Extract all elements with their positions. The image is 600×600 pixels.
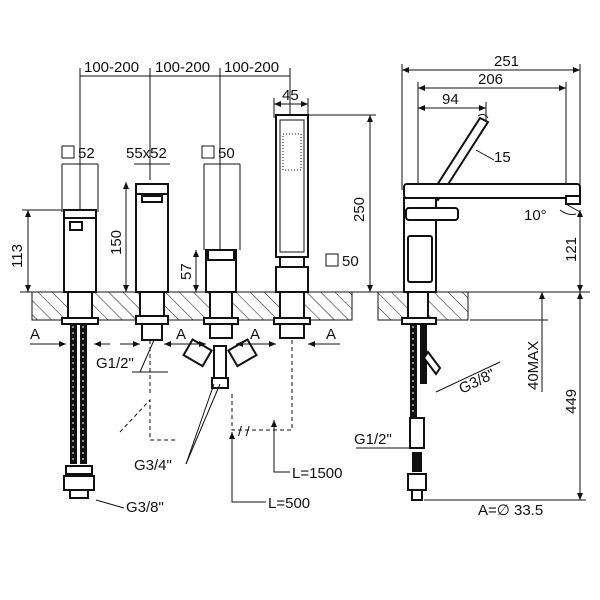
side-mixer: 15 — [401, 113, 581, 501]
height-121-label: 121 — [563, 237, 580, 262]
diverter-body — [182, 249, 258, 389]
height-113-dim: 113 — [9, 209, 62, 292]
g38-bottom-label: G3/8" — [126, 499, 164, 516]
height-449-dim: 449 — [424, 292, 586, 501]
section-mark-2: A — [176, 326, 186, 343]
spacing-dimensions: 100-200 100-200 100-200 — [79, 59, 291, 250]
g12-left-label: G1/2" — [96, 355, 134, 372]
spacing-label-1: 100-200 — [84, 59, 139, 76]
square-label-1: 52 — [78, 145, 95, 162]
height-57-dim: 57 — [178, 250, 199, 292]
g38-right-callout: G3/8" — [435, 361, 501, 398]
spout-length-label: 206 — [478, 71, 503, 88]
g12-right-label: G1/2" — [354, 431, 392, 448]
g38-bottom-callout: G3/8" — [95, 499, 164, 516]
height-250-label: 250 — [351, 197, 368, 222]
g12-left-callout: G1/2" — [96, 339, 168, 373]
angle-10-label: 10° — [524, 207, 547, 224]
height-40max-dim: 40MAX — [470, 292, 548, 392]
section-mark-3: A — [250, 326, 260, 343]
height-250-dim: 250 — [308, 114, 376, 292]
square-label-2: 55x52 — [126, 145, 167, 162]
spout-body — [135, 183, 169, 341]
section-mark-1: A — [30, 326, 40, 343]
lever-length-label: 94 — [442, 91, 459, 108]
l500-label: L=500 — [268, 495, 310, 512]
g12-right-callout: G1/2" — [354, 431, 410, 449]
height-57-label: 57 — [178, 263, 195, 280]
angle-10: 10° — [524, 203, 581, 224]
l1500-callout: L=1500 — [271, 420, 342, 482]
svg-text:/ /: / / — [238, 423, 250, 439]
height-40max-label: 40MAX — [525, 341, 542, 390]
square-label-3: 50 — [218, 145, 235, 162]
total-length-label: 251 — [494, 53, 519, 70]
mixer-body-1 — [61, 209, 99, 499]
section-marks: A A A A — [30, 326, 340, 347]
l500-callout: L=500 — [229, 432, 310, 512]
g38-right-label: G3/8" — [456, 366, 497, 398]
height-449-label: 449 — [563, 389, 580, 414]
g34-callout: G3/4" — [134, 383, 221, 474]
section-mark-4: A — [326, 326, 336, 343]
height-113-label: 113 — [9, 244, 26, 268]
square-section-labels: 52 55x52 50 50 — [61, 145, 359, 270]
handshower-width-dim: 45 — [273, 87, 309, 118]
spacing-label-3: 100-200 — [224, 59, 279, 76]
l1500-label: L=1500 — [292, 465, 342, 482]
side-view-dims: 251 206 94 — [401, 53, 581, 200]
height-150-label: 150 — [108, 230, 125, 255]
a-diameter-label: A=∅ 33.5 — [478, 502, 543, 519]
height-150-dim: 150 — [108, 182, 129, 292]
square-label-4: 50 — [342, 253, 359, 270]
g34-label: G3/4" — [134, 457, 172, 474]
spacing-label-2: 100-200 — [155, 59, 210, 76]
handshower — [273, 114, 311, 339]
height-121-dim: 121 — [563, 210, 583, 292]
handshower-width-label: 45 — [282, 87, 299, 104]
angle-15-label: 15 — [494, 149, 511, 166]
hose-routes: / / — [119, 340, 293, 441]
